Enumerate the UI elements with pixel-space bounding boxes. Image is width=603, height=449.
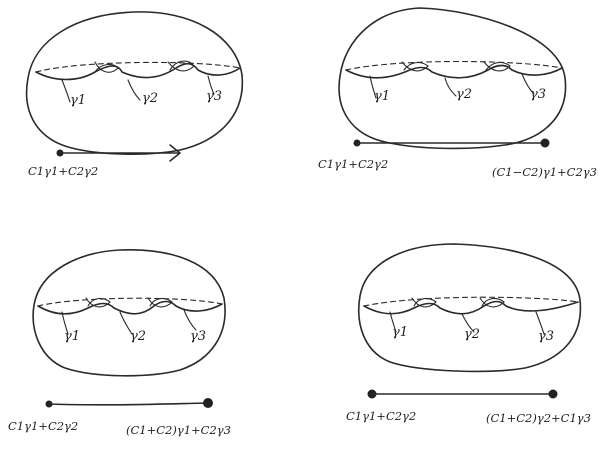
front-waist-curve bbox=[345, 64, 563, 79]
crossing-mark-2 bbox=[479, 297, 505, 308]
gamma1-curve bbox=[369, 75, 377, 99]
gamma2-curve bbox=[444, 77, 457, 97]
gamma2-label: γ2 bbox=[464, 327, 480, 342]
gamma1-curve bbox=[61, 311, 69, 335]
gamma1-curve bbox=[389, 311, 397, 333]
path-line bbox=[48, 402, 209, 406]
end-label: (C1+C2)γ1+C2γ3 bbox=[126, 423, 231, 437]
crossing-mark-2 bbox=[483, 61, 511, 72]
gamma1-label: γ1 bbox=[392, 325, 408, 340]
panel-2: γ1 γ2 γ3 C1γ1+C2γ2 (C1−C2)γ1+C2γ3 bbox=[318, 7, 597, 179]
back-waist-curve bbox=[345, 60, 563, 71]
back-waist-curve bbox=[37, 297, 223, 307]
crossing-mark-2 bbox=[147, 297, 173, 308]
path-arrow-head bbox=[169, 144, 181, 162]
back-waist-curve bbox=[35, 61, 241, 73]
gamma2-curve bbox=[461, 313, 475, 333]
front-waist-curve bbox=[37, 300, 223, 315]
gamma3-curve bbox=[535, 311, 545, 335]
panel-1: γ1 γ2 γ3 C1γ1+C2γ2 bbox=[25, 11, 244, 178]
panel-3: γ1 γ2 γ3 C1γ1+C2γ2 (C1+C2)γ1+C2γ3 bbox=[8, 249, 231, 437]
end-dot bbox=[548, 389, 558, 399]
gamma2-curve bbox=[127, 79, 141, 101]
gamma1-label: γ1 bbox=[374, 89, 390, 104]
start-label: C1γ1+C2γ2 bbox=[8, 419, 78, 433]
surface-outline bbox=[25, 11, 244, 155]
end-label: (C1−C2)γ1+C2γ3 bbox=[492, 165, 597, 179]
gamma1-label: γ1 bbox=[64, 329, 80, 344]
gamma2-label: γ2 bbox=[130, 329, 146, 344]
panel-4: γ1 γ2 γ3 C1γ1+C2γ2 (C1+C2)γ2+C1γ3 bbox=[346, 243, 591, 425]
start-label: C1γ1+C2γ2 bbox=[28, 164, 98, 178]
front-waist-curve bbox=[35, 62, 241, 81]
end-label: (C1+C2)γ2+C1γ3 bbox=[486, 411, 591, 425]
crossing-mark-1 bbox=[85, 297, 111, 308]
surface-outline bbox=[32, 249, 226, 377]
start-label: C1γ1+C2γ2 bbox=[318, 157, 388, 171]
gamma2-label: γ2 bbox=[456, 87, 472, 102]
gamma3-label: γ3 bbox=[190, 329, 206, 344]
gamma3-label: γ3 bbox=[538, 329, 554, 344]
end-dot bbox=[540, 138, 550, 148]
gamma1-curve bbox=[61, 79, 71, 103]
end-dot bbox=[203, 398, 213, 408]
gamma3-curve bbox=[521, 73, 535, 95]
surface-outline bbox=[338, 7, 567, 150]
gamma3-curve bbox=[183, 309, 197, 331]
front-waist-curve bbox=[363, 300, 579, 315]
start-label: C1γ1+C2γ2 bbox=[346, 409, 416, 423]
back-waist-curve bbox=[363, 296, 579, 307]
crossing-mark-2 bbox=[167, 60, 195, 72]
gamma3-label: γ3 bbox=[206, 89, 222, 104]
gamma3-label: γ3 bbox=[530, 87, 546, 102]
surface-outline bbox=[358, 243, 582, 373]
gamma1-label: γ1 bbox=[70, 93, 86, 108]
gamma3-curve bbox=[207, 75, 215, 95]
gamma2-curve bbox=[119, 311, 133, 335]
crossing-mark-1 bbox=[401, 61, 429, 72]
crossing-mark-1 bbox=[94, 61, 119, 73]
gamma2-label: γ2 bbox=[142, 91, 158, 106]
crossing-mark-1 bbox=[411, 297, 437, 308]
